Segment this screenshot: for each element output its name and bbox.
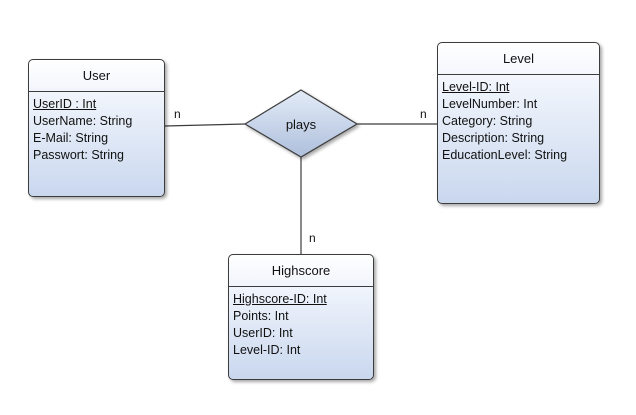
primary-key-attribute: Highscore-ID: Int <box>233 292 327 306</box>
attribute: Points: Int <box>233 309 289 323</box>
plays-relationship[interactable]: plays <box>243 89 359 158</box>
cardinality-level: n <box>420 107 427 121</box>
relationship-label: plays <box>286 117 317 132</box>
attribute: LevelNumber: Int <box>442 97 538 111</box>
user-entity[interactable]: User UserID : Int UserName: String E-Mai… <box>28 59 165 197</box>
attribute: EducationLevel: String <box>442 148 568 162</box>
entity-title: User <box>29 60 164 92</box>
entity-title: Level <box>438 43 599 75</box>
attribute-list: Level-ID: Int LevelNumber: Int Category:… <box>438 75 599 164</box>
attribute: Description: String <box>442 131 545 145</box>
attribute-list: Highscore-ID: Int Points: Int UserID: In… <box>229 287 373 359</box>
attribute: E-Mail: String <box>33 131 109 145</box>
primary-key-attribute: Level-ID: Int <box>442 80 510 94</box>
user-plays-connector <box>164 123 246 127</box>
level-entity[interactable]: Level Level-ID: Int LevelNumber: Int Cat… <box>437 42 600 204</box>
attribute: Level-ID: Int <box>233 343 301 357</box>
entity-title: Highscore <box>229 255 373 287</box>
highscore-entity[interactable]: Highscore Highscore-ID: Int Points: Int … <box>228 254 374 380</box>
cardinality-highscore: n <box>309 231 316 245</box>
attribute: UserID: Int <box>233 326 293 340</box>
attribute: Passwort: String <box>33 148 125 162</box>
cardinality-user: n <box>174 107 181 121</box>
attribute: UserName: String <box>33 114 133 128</box>
attribute-list: UserID : Int UserName: String E-Mail: St… <box>29 92 164 164</box>
relationship-diamond <box>243 89 359 158</box>
attribute: Category: String <box>442 114 533 128</box>
primary-key-attribute: UserID : Int <box>33 97 97 111</box>
